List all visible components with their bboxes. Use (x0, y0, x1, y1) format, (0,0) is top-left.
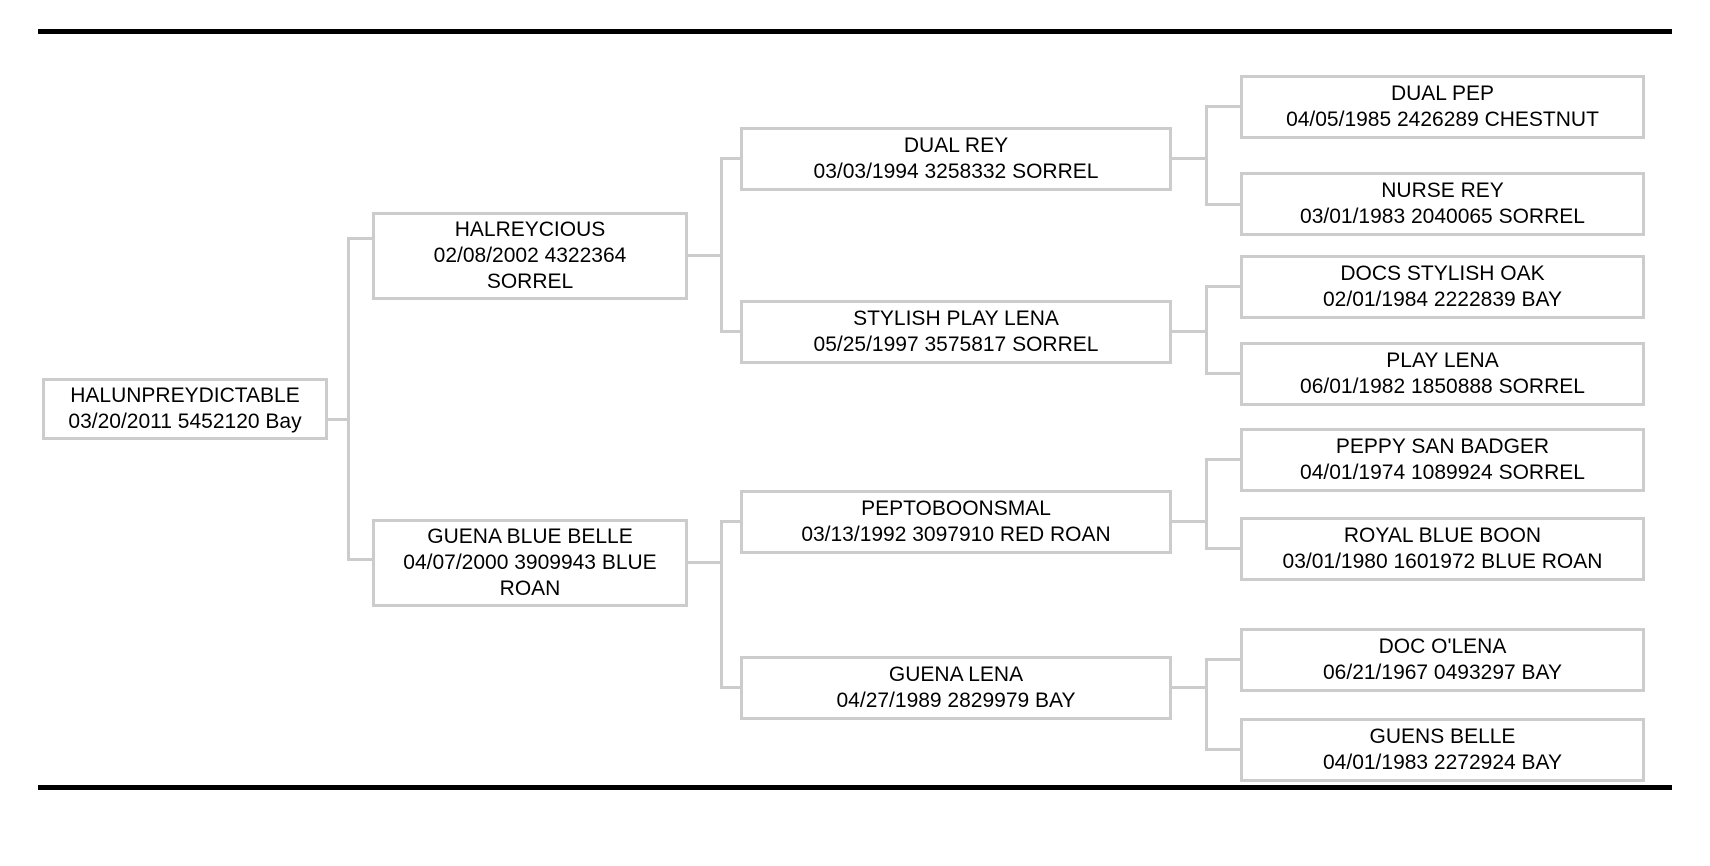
connector-sire-out-stub (688, 254, 723, 257)
horse-name: HALUNPREYDICTABLE (70, 384, 300, 407)
horse-name: ROYAL BLUE BOON (1343, 524, 1542, 547)
horse-details: 03/20/2011 5452120 Bay (68, 410, 302, 433)
horse-name: PLAY LENA (1386, 349, 1499, 372)
pedigree-node-dam-sire: PEPTOBOONSMAL 03/13/1992 3097910 RED ROA… (740, 490, 1172, 554)
horse-name: GUENA LENA (888, 663, 1024, 686)
horse-name: DUAL REY (903, 134, 1009, 157)
horse-details: 02/08/2002 4322364 SORREL (433, 244, 627, 293)
horse-details: 03/13/1992 3097910 RED ROAN (801, 523, 1111, 546)
horse-name: HALREYCIOUS (454, 218, 606, 241)
connector-root-stub (328, 418, 349, 421)
connector-dsd-stub (1205, 547, 1240, 550)
horse-details: 04/01/1974 1089924 SORREL (1300, 461, 1585, 484)
connector-dam-out-stub (688, 561, 723, 564)
horse-name: GUENS BELLE (1369, 725, 1516, 748)
horse-details: 04/27/1989 2829979 BAY (836, 689, 1076, 712)
horse-name: PEPPY SAN BADGER (1335, 435, 1550, 458)
horse-details: 05/25/1997 3575817 SORREL (813, 333, 1099, 356)
connector-sds-stub (1205, 285, 1240, 288)
pedigree-node-root: HALUNPREYDICTABLE 03/20/2011 5452120 Bay (42, 378, 328, 440)
horse-details: 04/07/2000 3909943 BLUE ROAN (403, 551, 657, 600)
connector-gen2-vertical (347, 237, 350, 561)
pedigree-node-sire-sire-dam: NURSE REY 03/01/1983 2040065 SORREL (1240, 172, 1645, 236)
pedigree-node-sire-sire-sire: DUAL PEP 04/05/1985 2426289 CHESTNUT (1240, 75, 1645, 139)
connector-dds-stub (1205, 658, 1240, 661)
pedigree-node-dam-dam-sire: DOC O'LENA 06/21/1967 0493297 BAY (1240, 628, 1645, 692)
horse-name: DUAL PEP (1390, 82, 1495, 105)
connector-sss-stub (1205, 105, 1240, 108)
pedigree-node-dam-sire-dam: ROYAL BLUE BOON 03/01/1980 1601972 BLUE … (1240, 517, 1645, 581)
connector-ds-out-stub (1172, 520, 1208, 523)
connector-sire-stub (347, 237, 372, 240)
pedigree-node-dam-sire-sire: PEPPY SAN BADGER 04/01/1974 1089924 SORR… (1240, 428, 1645, 492)
horse-details: 06/21/1967 0493297 BAY (1323, 661, 1562, 684)
pedigree-node-sire: HALREYCIOUS 02/08/2002 4322364 SORREL (372, 212, 688, 300)
horse-details: 03/03/1994 3258332 SORREL (813, 160, 1099, 183)
horse-name: DOC O'LENA (1378, 635, 1507, 658)
connector-dam-sire-stub (720, 520, 740, 523)
horse-details: 04/05/1985 2426289 CHESTNUT (1286, 108, 1599, 131)
top-rule (38, 29, 1672, 34)
connector-dam-vertical (720, 520, 723, 689)
pedigree-node-sire-sire: DUAL REY 03/03/1994 3258332 SORREL (740, 127, 1172, 191)
connector-dam-stub (347, 558, 372, 561)
connector-dss-stub (1205, 458, 1240, 461)
bottom-rule (38, 785, 1672, 790)
connector-ss-vertical (1205, 105, 1208, 206)
horse-details: 03/01/1983 2040065 SORREL (1300, 205, 1585, 228)
connector-sire-dam-stub (720, 330, 740, 333)
pedigree-node-sire-dam-sire: DOCS STYLISH OAK 02/01/1984 2222839 BAY (1240, 255, 1645, 319)
horse-name: STYLISH PLAY LENA (853, 307, 1059, 330)
connector-ssd-stub (1205, 203, 1240, 206)
connector-ddd-stub (1205, 748, 1240, 751)
connector-sd-out-stub (1172, 330, 1208, 333)
horse-name: DOCS STYLISH OAK (1340, 262, 1545, 285)
horse-details: 06/01/1982 1850888 SORREL (1300, 375, 1585, 398)
connector-dd-out-stub (1172, 686, 1208, 689)
horse-name: GUENA BLUE BELLE (427, 525, 633, 548)
pedigree-node-dam: GUENA BLUE BELLE 04/07/2000 3909943 BLUE… (372, 519, 688, 607)
pedigree-node-sire-dam-dam: PLAY LENA 06/01/1982 1850888 SORREL (1240, 342, 1645, 406)
horse-details: 02/01/1984 2222839 BAY (1323, 288, 1562, 311)
connector-ds-vertical (1205, 458, 1208, 550)
connector-ss-out-stub (1172, 157, 1208, 160)
pedigree-node-dam-dam: GUENA LENA 04/27/1989 2829979 BAY (740, 656, 1172, 720)
connector-sire-vertical (720, 157, 723, 333)
connector-dd-vertical (1205, 658, 1208, 751)
connector-sire-sire-stub (720, 157, 740, 160)
connector-sd-vertical (1205, 285, 1208, 375)
horse-details: 03/01/1980 1601972 BLUE ROAN (1282, 550, 1603, 573)
horse-name: PEPTOBOONSMAL (861, 497, 1051, 520)
connector-dam-dam-stub (720, 686, 740, 689)
connector-sdd-stub (1205, 372, 1240, 375)
pedigree-node-dam-dam-dam: GUENS BELLE 04/01/1983 2272924 BAY (1240, 718, 1645, 782)
pedigree-node-sire-dam: STYLISH PLAY LENA 05/25/1997 3575817 SOR… (740, 300, 1172, 364)
horse-name: NURSE REY (1381, 179, 1504, 202)
horse-details: 04/01/1983 2272924 BAY (1323, 751, 1562, 774)
